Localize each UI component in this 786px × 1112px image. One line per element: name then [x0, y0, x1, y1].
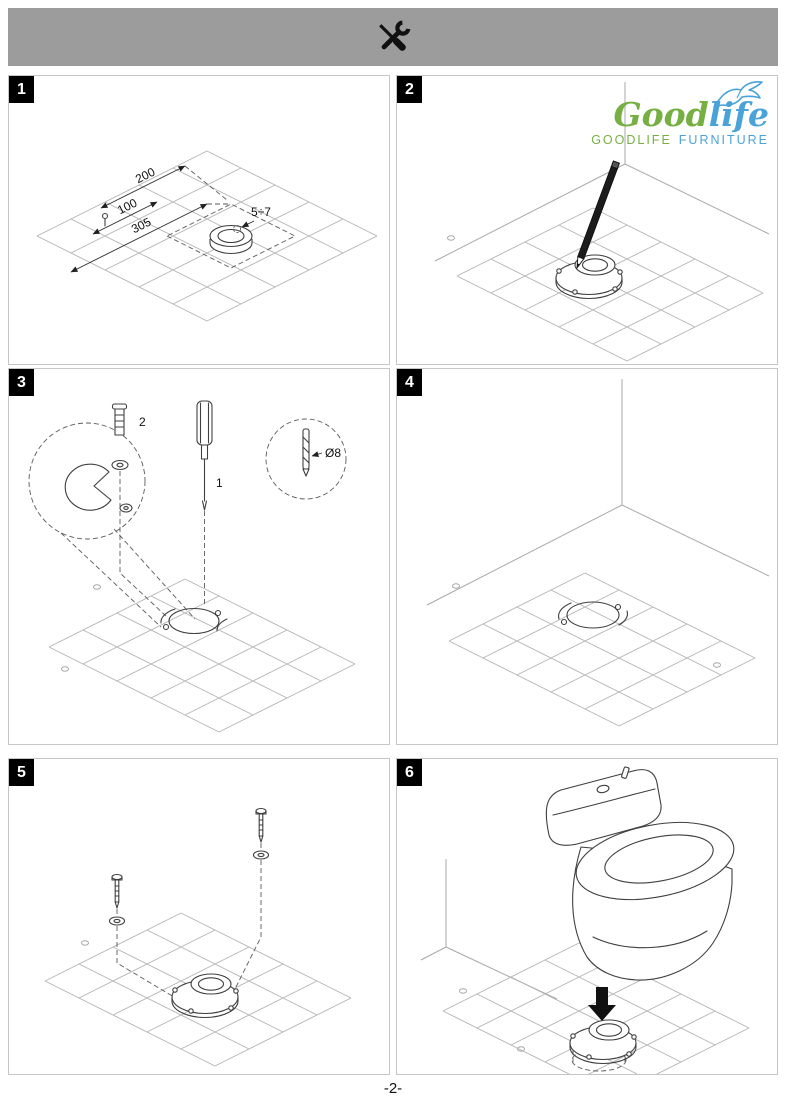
floor-grid	[449, 573, 755, 726]
logo-word-life: life	[708, 95, 769, 134]
step-4-panel: 4	[396, 368, 778, 745]
tool-leader-lines	[119, 471, 205, 618]
header-bar	[8, 8, 778, 66]
washer	[111, 459, 129, 471]
step-number-badge: 5	[9, 759, 34, 786]
toilet-illustration	[545, 766, 735, 981]
label-drill-diameter: Ø8	[325, 446, 341, 460]
floor-mark	[447, 235, 455, 241]
page-number: -2-	[0, 1080, 786, 1097]
step-1-illustration: 200 100 305 5÷7	[9, 76, 389, 364]
step-3-illustration: 2 1 Ø8	[28, 400, 389, 744]
page-number-text: -2-	[383, 1080, 403, 1097]
floor-grid	[37, 151, 377, 321]
room-corner	[426, 379, 770, 606]
dim-200: 200	[133, 165, 157, 187]
floor-mark	[93, 584, 101, 590]
floor-mark	[459, 988, 467, 994]
step-number-badge: 1	[9, 76, 34, 103]
step-number-badge: 4	[397, 369, 422, 396]
step-1-panel: 1 200 100 305	[8, 75, 390, 365]
wall-plug	[111, 403, 128, 436]
logo-caption-right: FURNITURE	[678, 132, 769, 147]
logo-caption-left: GOODLIFE	[591, 132, 672, 147]
floor-outline	[160, 607, 228, 635]
step-2-panel: 2 Goodlife GOODLIFE FURNITURE	[396, 75, 778, 365]
floor-mark	[517, 1046, 525, 1052]
bird-icon	[713, 81, 763, 108]
screwdriver-tool	[196, 400, 213, 511]
step-number-badge: 3	[9, 369, 34, 396]
label-plug: 2	[139, 415, 146, 429]
wrench-icon	[381, 20, 411, 50]
flange-plan	[209, 224, 253, 255]
logo-caption: GOODLIFE FURNITURE	[591, 133, 769, 147]
floor-mark	[452, 583, 460, 589]
goodlife-logo: Goodlife GOODLIFE FURNITURE	[549, 78, 769, 147]
floor-mark	[713, 662, 721, 668]
drill-depth-callout: 5÷7	[233, 205, 271, 233]
step-4-illustration	[426, 379, 777, 744]
extension-lines	[184, 165, 229, 205]
drain-flange	[569, 1019, 637, 1065]
floor-mark	[61, 666, 69, 672]
down-arrow-icon	[588, 987, 616, 1021]
drain-flange	[171, 973, 239, 1019]
room-corner	[420, 859, 558, 1000]
room-corner	[434, 82, 770, 262]
washer	[252, 850, 270, 860]
step-6-illustration	[420, 766, 777, 1074]
screw	[255, 807, 267, 843]
dim-depth: 5÷7	[251, 205, 271, 219]
step-5-illustration	[9, 807, 389, 1074]
step-6-panel: 6	[396, 758, 778, 1075]
drill-bit-detail: Ø8	[265, 418, 347, 500]
label-tool: 1	[216, 476, 223, 490]
assembly-leader-lines	[116, 843, 262, 1001]
outline-detail-circle	[28, 422, 146, 540]
pencil-icon	[576, 160, 621, 270]
flange-footprint	[571, 1048, 627, 1072]
floor-grid	[49, 579, 355, 732]
floor-mark	[81, 940, 89, 946]
step-number-badge: 2	[397, 76, 422, 103]
tools-icon	[379, 20, 411, 51]
logo-word-good: Good	[613, 95, 709, 134]
step-number-badge: 6	[397, 759, 422, 786]
dimension-lines: 200 100 305	[70, 165, 208, 273]
floor-outline	[557, 601, 628, 629]
drain-flange	[555, 254, 623, 300]
step-2-illustration	[434, 82, 777, 364]
step-5-panel: 5	[8, 758, 390, 1075]
anchor-pin-icon	[101, 212, 109, 227]
logo-wordmark: Goodlife	[613, 98, 769, 131]
detail-leader-lines	[60, 528, 196, 628]
screwdriver-icon	[379, 24, 406, 51]
step-3-panel: 3	[8, 368, 390, 745]
screw	[111, 873, 123, 909]
washer	[108, 916, 126, 926]
